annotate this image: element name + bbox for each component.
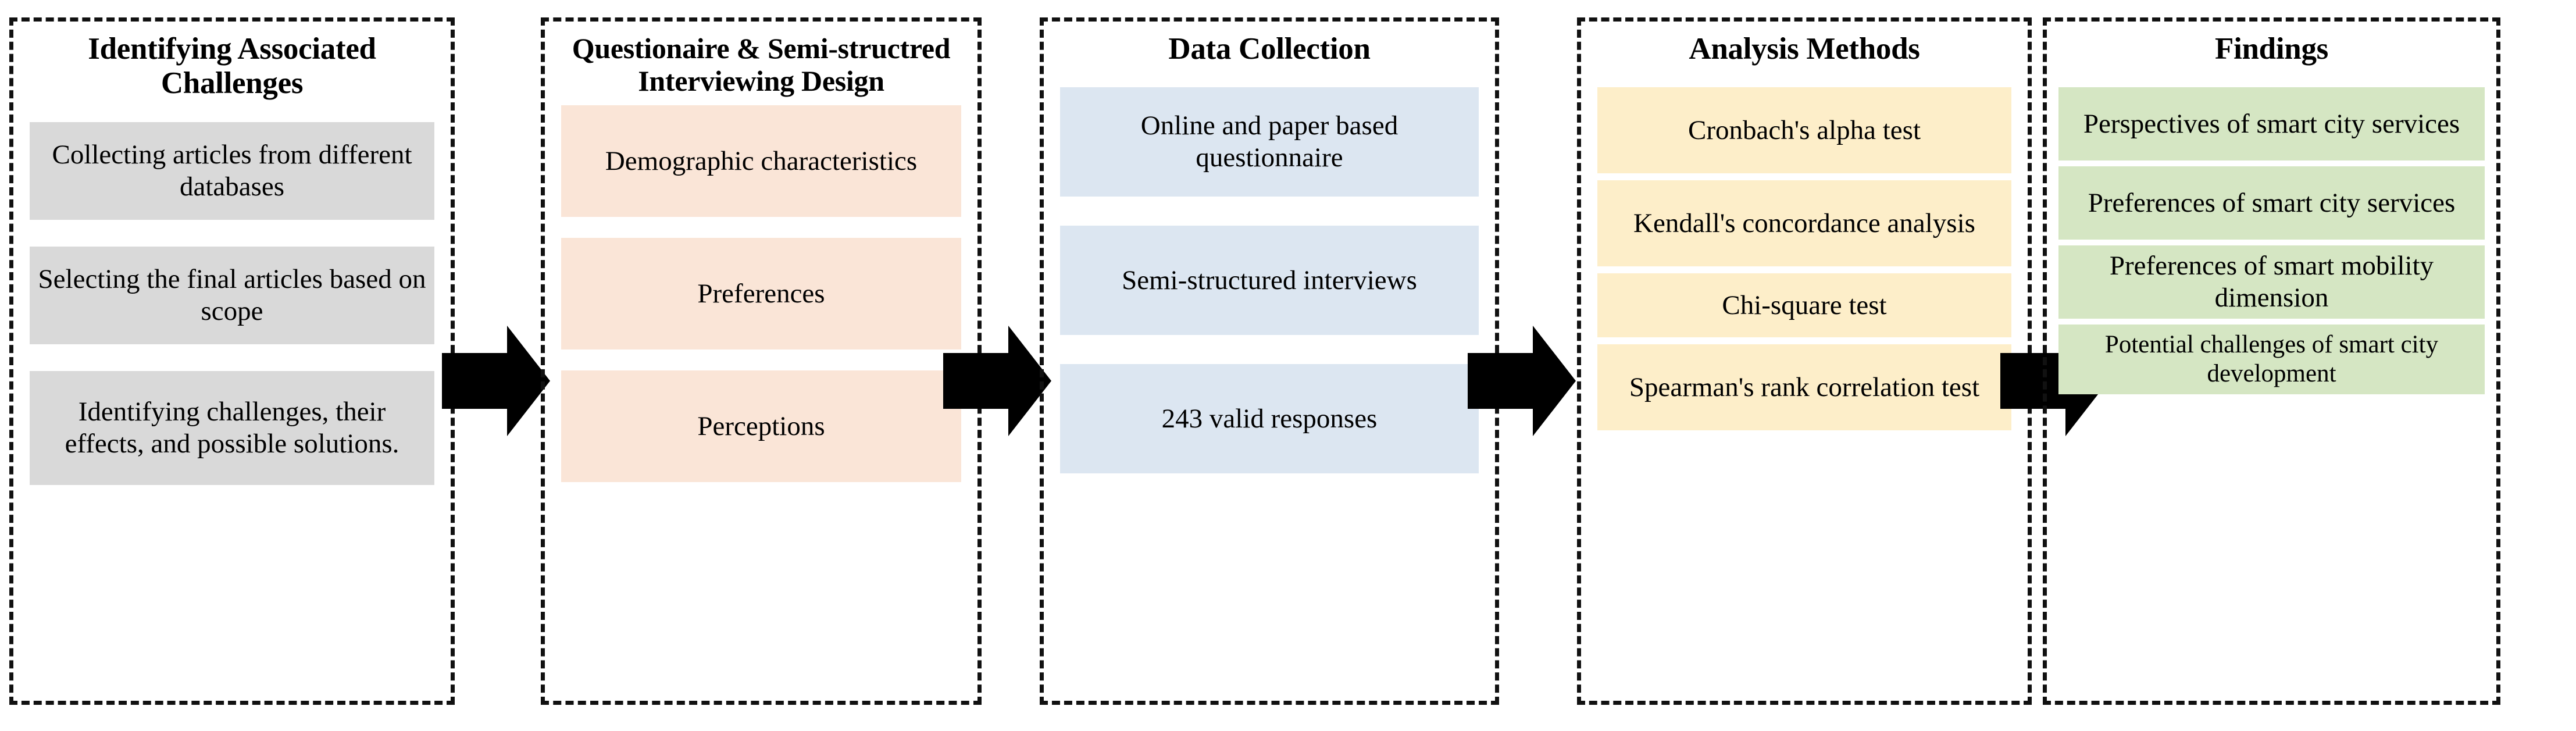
stage-item-list: Perspectives of smart city services Pref… bbox=[2047, 87, 2496, 395]
stage-item: Spearman's rank correlation test bbox=[1597, 344, 2011, 431]
right-arrow-icon bbox=[943, 326, 1051, 436]
stage-item: 243 valid responses bbox=[1060, 364, 1479, 474]
stage-title: Questionaire & Semi-structred Interviewi… bbox=[572, 32, 951, 97]
stage-item-list: Demographic characteristics Preferences … bbox=[545, 105, 977, 482]
stage-title: Identifying Associated Challenges bbox=[88, 32, 376, 101]
right-arrow-icon bbox=[442, 326, 550, 436]
stage-item: Chi-square test bbox=[1597, 273, 2011, 338]
stage-item: Perspectives of smart city services bbox=[2058, 87, 2485, 161]
stage-findings: Findings Perspectives of smart city serv… bbox=[2043, 17, 2500, 705]
stage-title: Analysis Methods bbox=[1689, 32, 1920, 66]
stage-item: Preferences of smart mobility dimension bbox=[2058, 245, 2485, 319]
stage-item: Perceptions bbox=[561, 370, 961, 482]
stage-item: Semi-structured interviews bbox=[1060, 226, 1479, 336]
stage-title: Findings bbox=[2215, 32, 2328, 66]
stage-item: Selecting the final articles based on sc… bbox=[30, 246, 434, 344]
stage-item: Potential challenges of smart city devel… bbox=[2058, 325, 2485, 395]
stage-item: Online and paper based questionnaire bbox=[1060, 87, 1479, 197]
stage-item: Kendall's concordance analysis bbox=[1597, 180, 2011, 267]
stage-questionaire-and-semi-structred-interviewing-design: Questionaire & Semi-structred Interviewi… bbox=[541, 17, 982, 705]
stage-analysis-methods: Analysis Methods Cronbach's alpha test K… bbox=[1577, 17, 2032, 705]
right-arrow-icon bbox=[1468, 326, 1576, 436]
stage-item: Identifying challenges, their effects, a… bbox=[30, 370, 434, 485]
stage-item-list: Online and paper based questionnaire Sem… bbox=[1044, 87, 1495, 474]
stage-identifying-associated-challenges: Identifying Associated Challenges Collec… bbox=[9, 17, 455, 705]
stage-title: Data Collection bbox=[1168, 32, 1371, 66]
stage-item-list: Collecting articles from different datab… bbox=[13, 122, 451, 485]
stage-item: Demographic characteristics bbox=[561, 105, 961, 217]
stage-item: Preferences bbox=[561, 238, 961, 350]
stage-data-collection: Data Collection Online and paper based q… bbox=[1040, 17, 1499, 705]
stage-item: Preferences of smart city services bbox=[2058, 166, 2485, 240]
stage-item: Cronbach's alpha test bbox=[1597, 87, 2011, 174]
stage-item: Collecting articles from different datab… bbox=[30, 122, 434, 220]
stage-item-list: Cronbach's alpha test Kendall's concorda… bbox=[1581, 87, 2028, 431]
